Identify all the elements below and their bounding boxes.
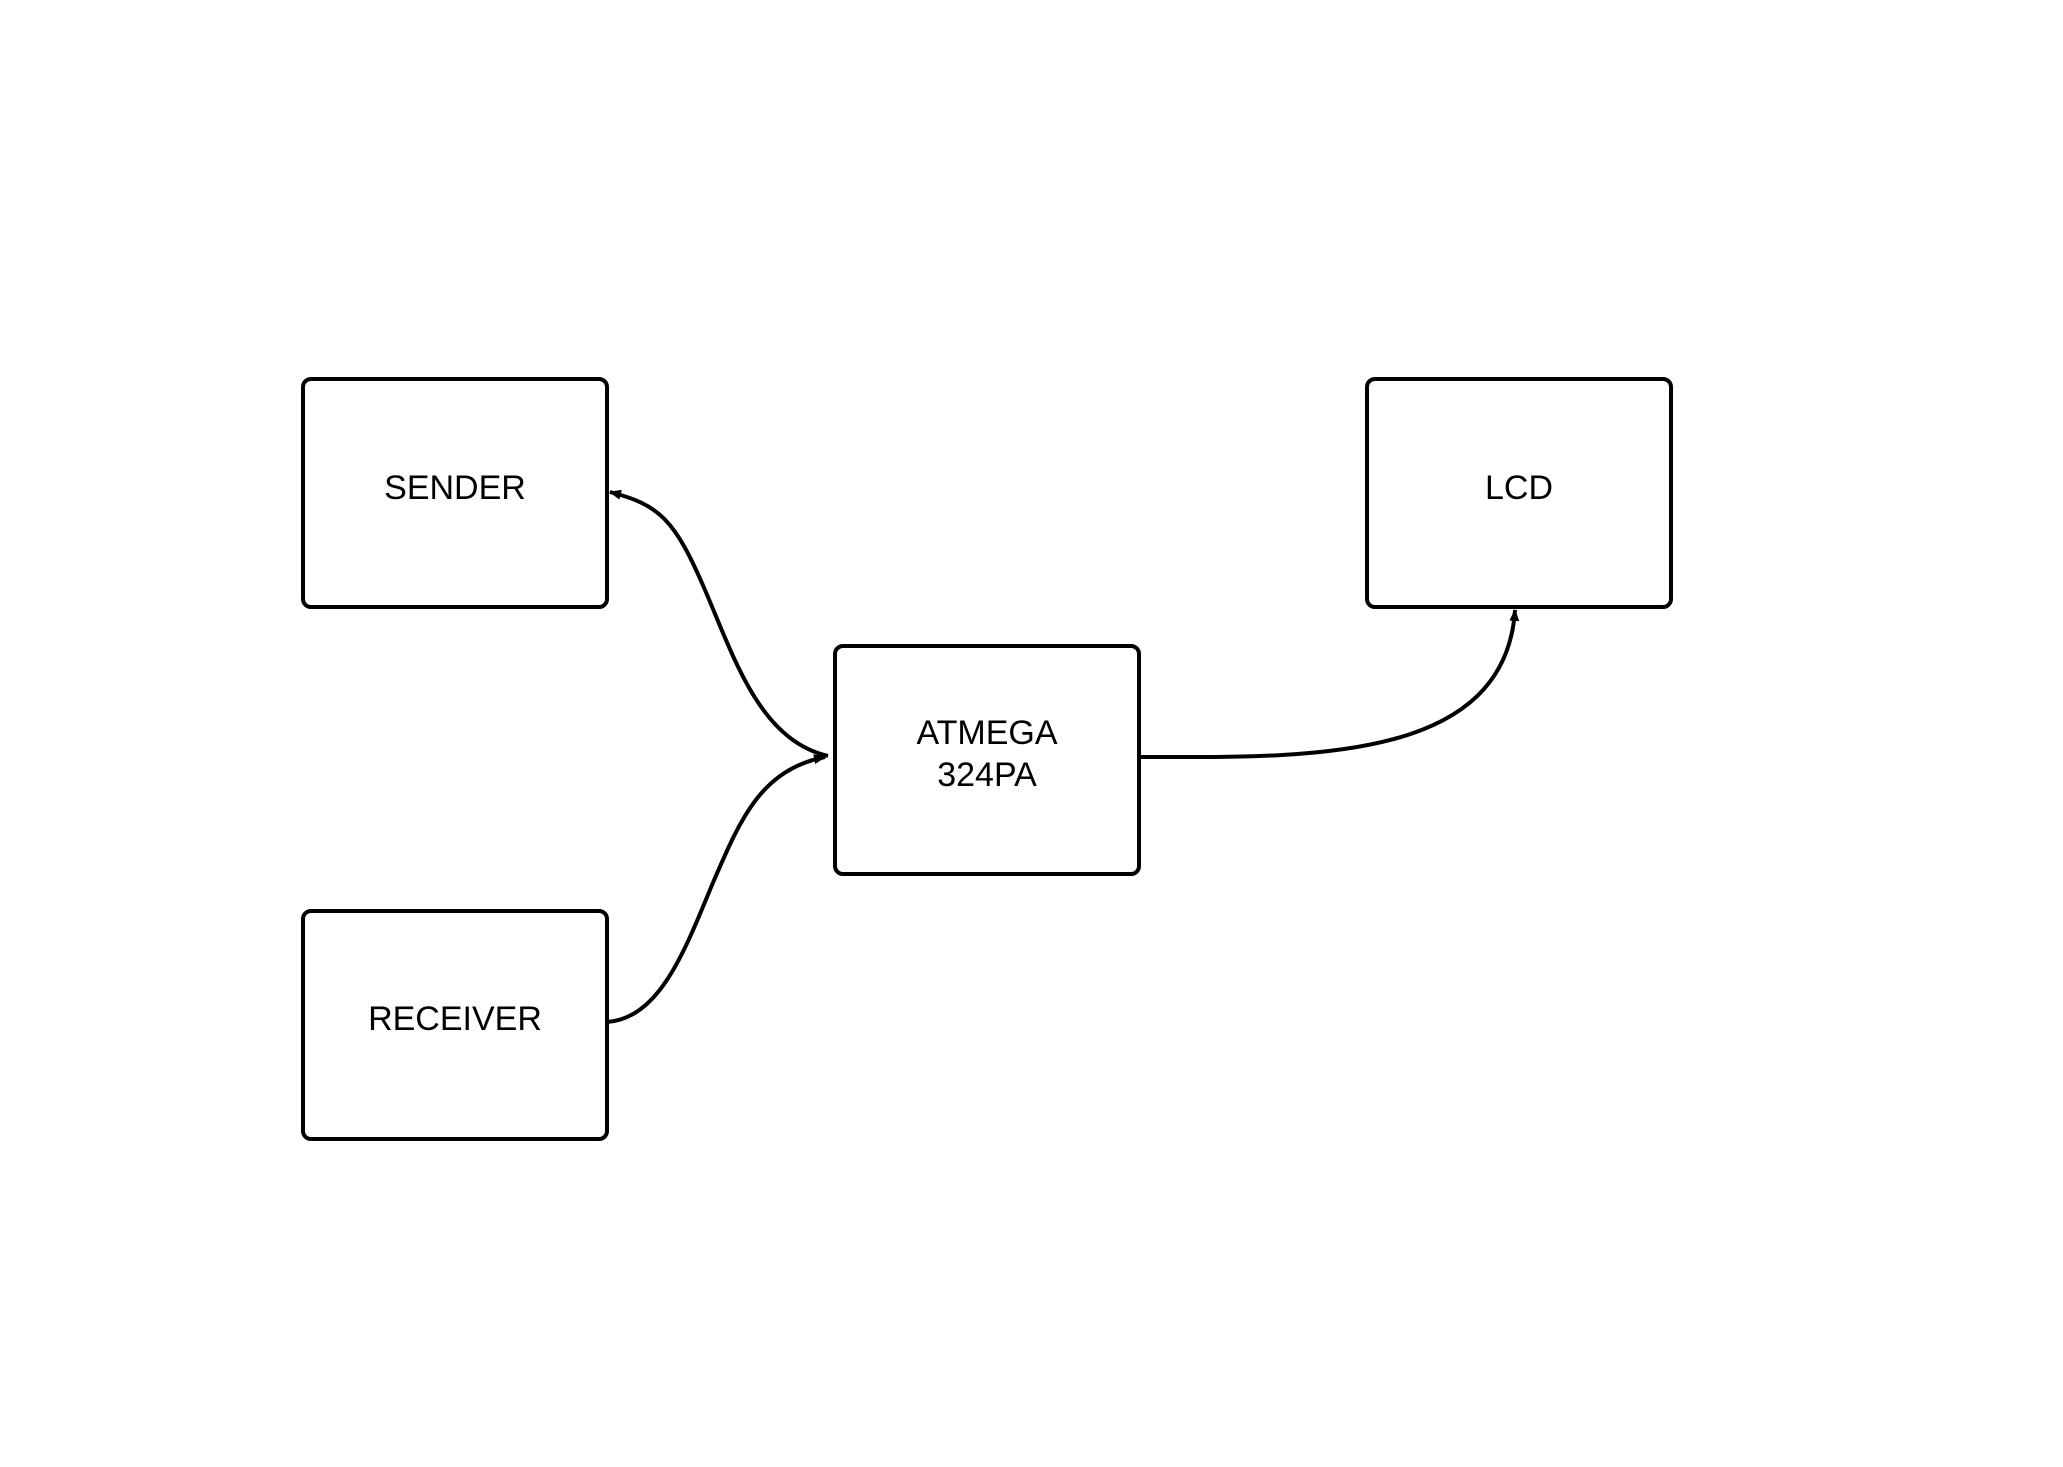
node-atmega-label-line-1: ATMEGA — [916, 714, 1057, 752]
node-lcd-box — [1365, 377, 1673, 609]
node-atmega-label-line-2: 324PA — [937, 756, 1037, 794]
node-receiver: RECEIVER — [301, 909, 609, 1141]
node-lcd: LCD — [1365, 377, 1673, 609]
node-sender-box — [301, 377, 609, 609]
edge-atmega-to-lcd — [1139, 609, 1520, 760]
node-lcd-label: LCD — [1485, 469, 1553, 507]
edge-receiver-to-atmega — [606, 754, 826, 1024]
node-receiver-box — [301, 909, 609, 1141]
node-atmega-box — [833, 644, 1141, 876]
node-sender-label: SENDER — [384, 469, 526, 507]
node-receiver-label: RECEIVER — [368, 1000, 542, 1038]
node-atmega: ATMEGA 324PA — [833, 644, 1141, 876]
node-sender: SENDER — [301, 377, 609, 609]
edge-atmega-to-sender — [609, 489, 829, 758]
